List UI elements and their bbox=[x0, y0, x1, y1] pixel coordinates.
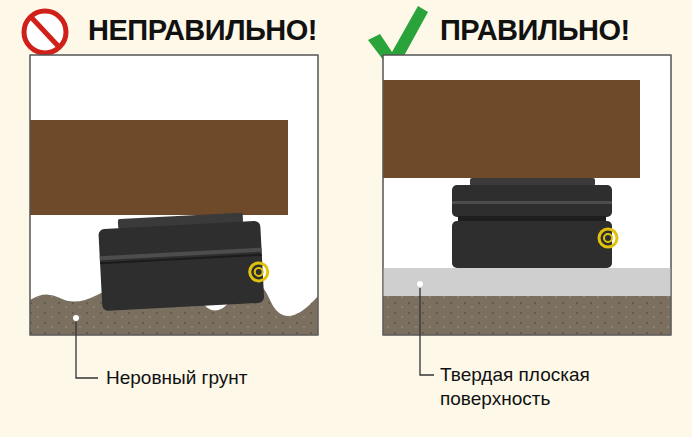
panel-heading: НЕПРАВИЛЬНО! bbox=[88, 14, 317, 47]
surface-label: Твердая плоская поверхность bbox=[438, 363, 662, 411]
right-panel bbox=[383, 55, 671, 375]
panel-heading: ПРАВИЛЬНО! bbox=[440, 14, 630, 47]
wrong-panel bbox=[30, 55, 318, 378]
forbidden-sign bbox=[24, 11, 66, 53]
surface-label: Неровный грунт bbox=[104, 366, 250, 390]
